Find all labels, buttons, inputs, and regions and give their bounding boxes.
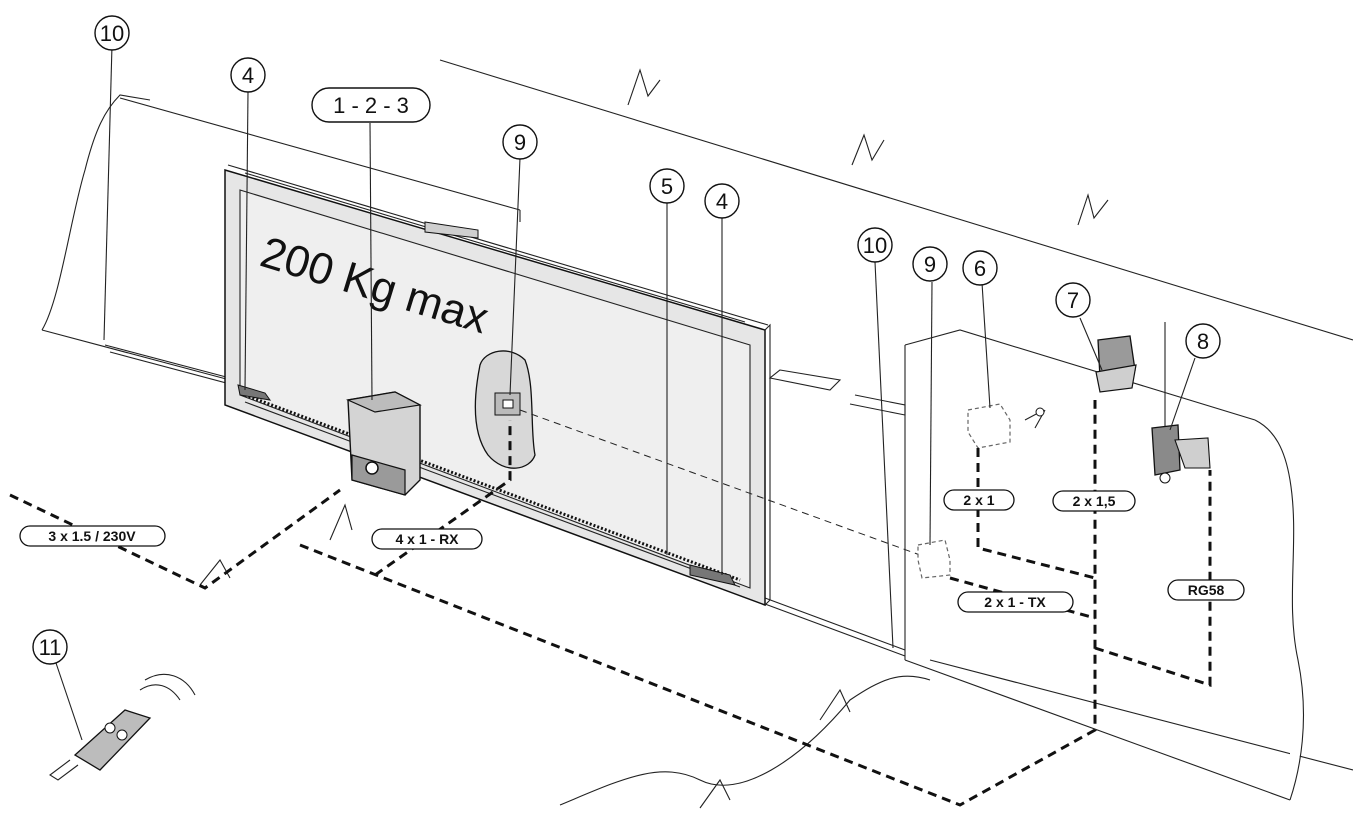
callout-10-right: 10 [857, 227, 893, 263]
remote-control [49, 673, 196, 781]
photocell-tx [917, 539, 951, 579]
svg-text:2 x 1: 2 x 1 [963, 492, 994, 508]
photocell-beam [519, 409, 921, 556]
svg-text:4 x 1 - RX: 4 x 1 - RX [395, 531, 459, 547]
svg-text:2 x 1,5: 2 x 1,5 [1073, 493, 1116, 509]
flashing-lamp [1095, 335, 1137, 393]
callout-9-pillar: 9 [912, 246, 948, 282]
key-selector [967, 403, 1046, 449]
back-wall [41, 59, 1353, 381]
cable-label-tx: 2 x 1 - TX [957, 591, 1074, 613]
radio-antenna [1151, 322, 1211, 484]
callout-7: 7 [1055, 282, 1091, 318]
svg-text:8: 8 [1197, 329, 1209, 354]
svg-text:RG58: RG58 [1188, 582, 1225, 598]
ground-rail [104, 344, 1353, 806]
cable-label-lamp: 2 x 1,5 [1052, 490, 1136, 512]
photocell-rx [474, 350, 536, 469]
callout-10-left: 10 [94, 15, 130, 51]
svg-text:2 x 1 - TX: 2 x 1 - TX [984, 594, 1046, 610]
svg-text:1 - 2 - 3: 1 - 2 - 3 [333, 93, 409, 118]
cable-label-power: 3 x 1.5 / 230V [19, 525, 166, 547]
svg-text:9: 9 [514, 130, 526, 155]
callout-8: 8 [1185, 323, 1221, 359]
cable-label-antenna: RG58 [1167, 579, 1245, 601]
svg-text:6: 6 [974, 256, 986, 281]
svg-text:5: 5 [661, 174, 673, 199]
callout-4-right: 4 [704, 183, 740, 219]
svg-text:4: 4 [716, 189, 728, 214]
svg-text:9: 9 [924, 252, 936, 277]
cable-label-rx: 4 x 1 - RX [371, 528, 483, 550]
svg-text:10: 10 [100, 21, 124, 46]
callout-5: 5 [649, 168, 685, 204]
callout-6: 6 [962, 250, 998, 286]
callout-4-left: 4 [230, 57, 266, 93]
svg-text:3 x 1.5 / 230V: 3 x 1.5 / 230V [48, 528, 136, 544]
svg-text:4: 4 [242, 63, 254, 88]
callout-9-gate: 9 [502, 124, 538, 160]
right-pillar [768, 329, 1305, 801]
leader-lines [55, 44, 1196, 741]
callout-11: 11 [32, 629, 68, 665]
svg-text:7: 7 [1067, 288, 1079, 313]
callout-1-2-3: 1 - 2 - 3 [311, 87, 431, 123]
svg-text:11: 11 [39, 635, 62, 660]
svg-text:10: 10 [863, 233, 887, 258]
cable-label-key: 2 x 1 [943, 489, 1015, 511]
gear-motor [345, 391, 422, 496]
